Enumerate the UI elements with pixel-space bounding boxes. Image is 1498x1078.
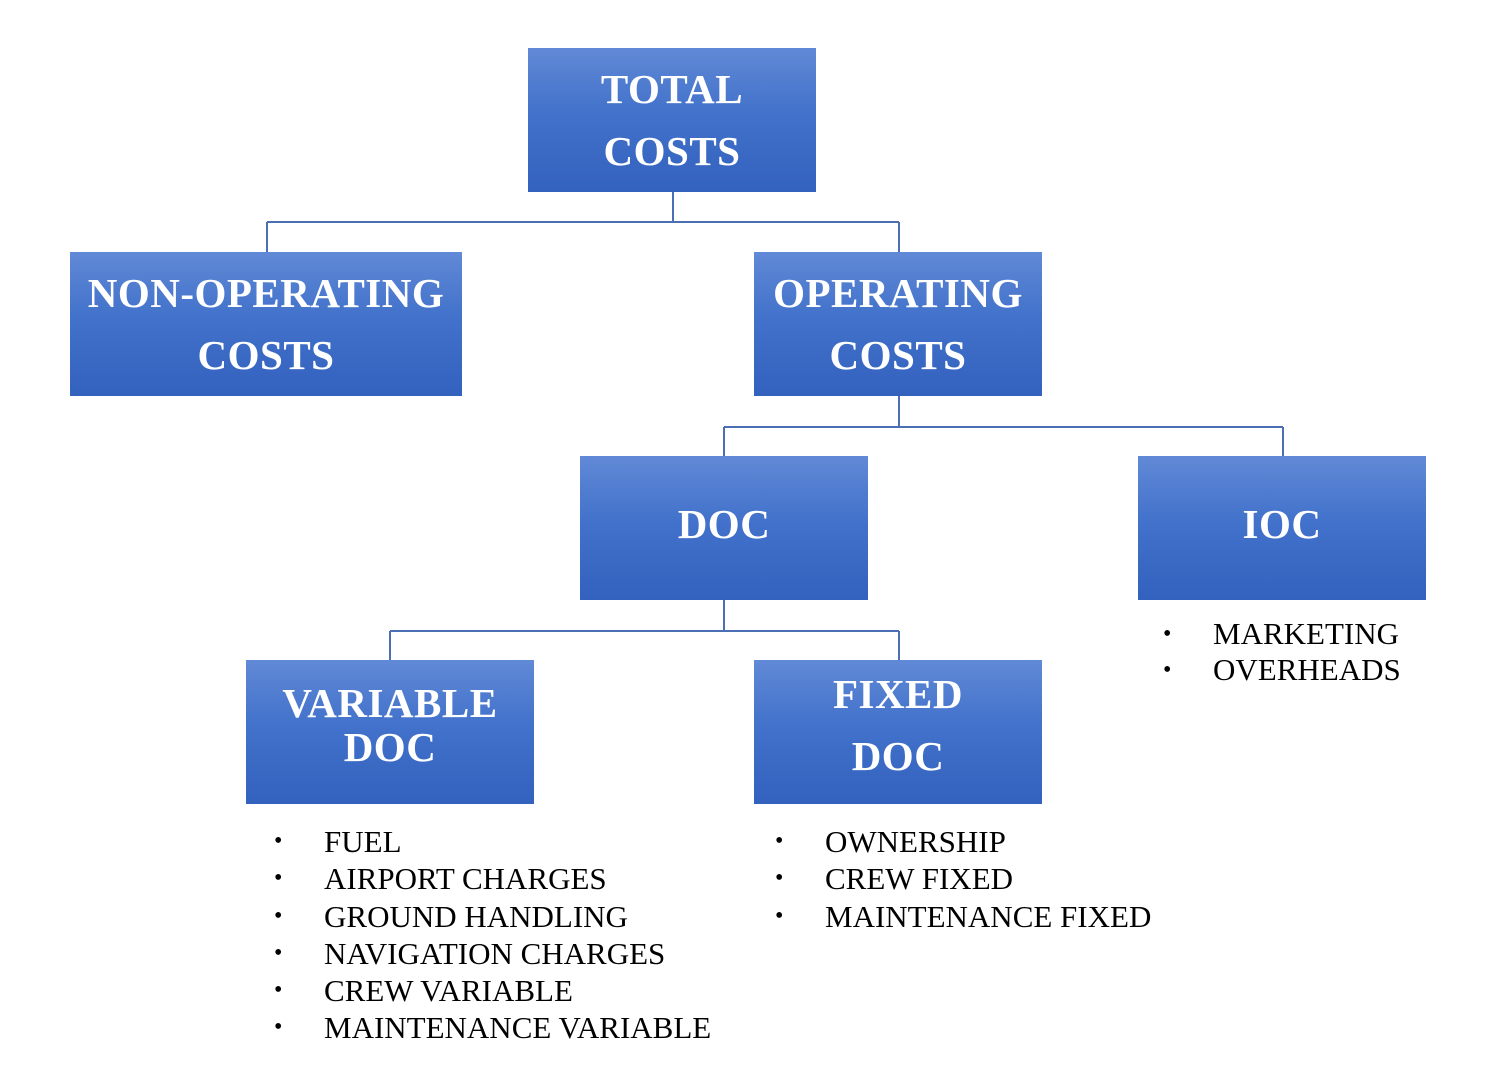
- variable-doc-label-line2: DOC: [343, 724, 437, 770]
- operating-costs-box: OPERATING COSTS: [754, 252, 1042, 396]
- list-item: CREW VARIABLE: [274, 972, 711, 1010]
- doc-box: DOC: [580, 456, 868, 600]
- variable-doc-box: VARIABLE DOC: [246, 660, 534, 804]
- non-operating-costs-label-line1: NON-OPERATING: [87, 270, 445, 316]
- operating-costs-label-line1: OPERATING: [773, 270, 1023, 316]
- ioc-item-list: MARKETING OVERHEADS: [1163, 616, 1401, 688]
- operating-costs-label-line2: COSTS: [829, 332, 967, 378]
- list-item: GROUND HANDLING: [274, 898, 711, 936]
- ioc-label: IOC: [1242, 501, 1322, 547]
- connector-doc-to-variable-fixed: [389, 600, 900, 660]
- fixed-doc-box: FIXED DOC: [754, 660, 1042, 804]
- list-item: OWNERSHIP: [775, 823, 1151, 861]
- fixed-doc-label-line1: FIXED: [832, 671, 964, 717]
- list-item: MAINTENANCE FIXED: [775, 898, 1151, 936]
- list-item: FUEL: [274, 823, 711, 861]
- doc-label: DOC: [677, 501, 771, 547]
- fixed-doc-item-list: OWNERSHIP CREW FIXED MAINTENANCE FIXED: [775, 823, 1151, 935]
- list-item: OVERHEADS: [1163, 652, 1401, 688]
- list-item: NAVIGATION CHARGES: [274, 935, 711, 973]
- total-costs-label-line1: TOTAL: [600, 66, 744, 112]
- non-operating-costs-box: NON-OPERATING COSTS: [70, 252, 462, 396]
- list-item: CREW FIXED: [775, 860, 1151, 898]
- variable-doc-label-line1: VARIABLE: [282, 680, 498, 726]
- list-item: AIRPORT CHARGES: [274, 860, 711, 898]
- connector-total-to-operating-branches: [266, 192, 900, 252]
- fixed-doc-label-line2: DOC: [851, 733, 945, 779]
- list-item: MARKETING: [1163, 616, 1401, 652]
- connector-operating-to-doc-ioc: [723, 396, 1284, 456]
- non-operating-costs-label-line2: COSTS: [197, 332, 335, 378]
- list-item: MAINTENANCE VARIABLE: [274, 1009, 711, 1047]
- total-costs-box: TOTAL COSTS: [528, 48, 816, 192]
- ioc-box: IOC: [1138, 456, 1426, 600]
- variable-doc-item-list: FUEL AIRPORT CHARGES GROUND HANDLING NAV…: [274, 823, 711, 1047]
- total-costs-label-line2: COSTS: [603, 128, 741, 174]
